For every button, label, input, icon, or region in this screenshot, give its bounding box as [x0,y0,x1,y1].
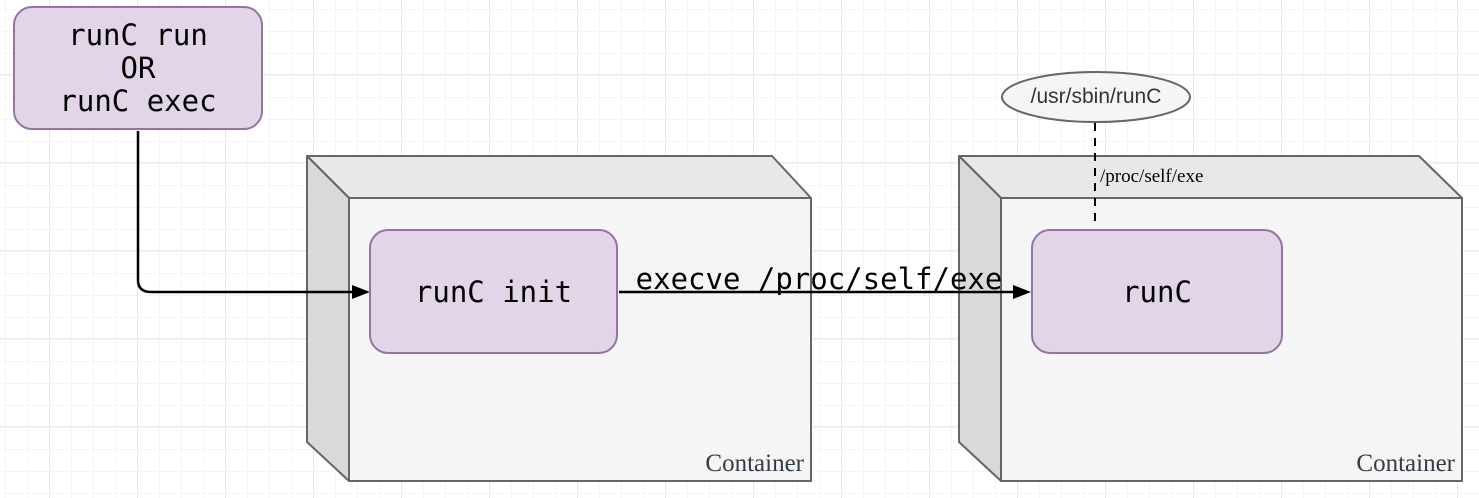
arrow-execve [619,285,1031,299]
execve-edge-label: execve /proc/self/exe [635,262,1003,296]
runc-binary-label: /usr/sbin/runC [1030,85,1162,108]
container-caption-right: Container [1356,450,1455,477]
arrow-head-icon [352,285,370,299]
proc-self-exe-edge-label: /proc/self/exe [1100,166,1204,187]
cube-side-face [306,155,350,482]
cube-side-face [958,155,1002,482]
arrow-head-icon [1013,285,1031,299]
container-caption-left: Container [705,450,804,477]
arrow-command-to-runc-init [136,131,370,299]
node-runc-init: runC init [369,229,618,354]
node-runc: runC [1031,229,1283,354]
arrow-line [136,131,352,294]
node-runc-run-or-exec: runC run OR runC exec [13,6,263,130]
cube-top-face [306,155,812,199]
runc-binary-ellipse [1001,71,1191,123]
cube-top-face [958,155,1463,199]
